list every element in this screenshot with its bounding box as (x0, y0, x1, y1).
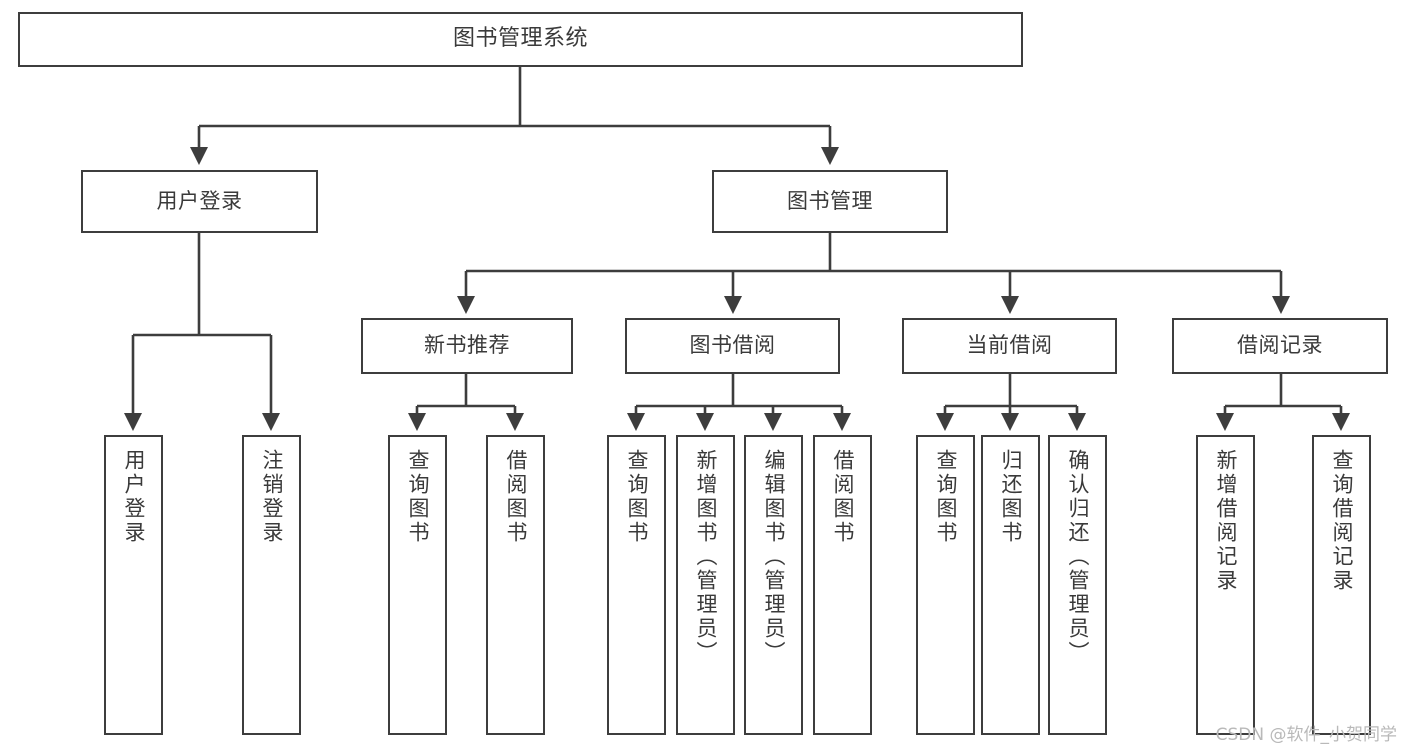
node-label: 查询借阅记录 (1330, 449, 1354, 593)
leaf-current-confirm-return-admin[interactable]: 确认归还（管理员） (1048, 435, 1107, 735)
node-book-management[interactable]: 图书管理 (712, 170, 948, 233)
node-user-login[interactable]: 用户登录 (81, 170, 318, 233)
leaf-current-query-book[interactable]: 查询图书 (916, 435, 975, 735)
leaf-recommend-borrow-book[interactable]: 借阅图书 (486, 435, 545, 735)
node-label: 确认归还（管理员） (1066, 449, 1090, 665)
leaf-borrow-edit-book-admin[interactable]: 编辑图书（管理员） (744, 435, 803, 735)
node-label: 图书借阅 (689, 333, 776, 358)
leaf-user-logout[interactable]: 注销登录 (242, 435, 301, 735)
node-label: 借阅图书 (504, 449, 528, 545)
node-borrow-records[interactable]: 借阅记录 (1172, 318, 1388, 374)
leaf-current-return-book[interactable]: 归还图书 (981, 435, 1040, 735)
node-label: 用户登录 (122, 449, 146, 545)
node-current-borrow[interactable]: 当前借阅 (902, 318, 1117, 374)
node-book-borrow[interactable]: 图书借阅 (625, 318, 840, 374)
leaf-recommend-query-book[interactable]: 查询图书 (388, 435, 447, 735)
csdn-watermark: CSDN @软件_小贺同学 (1215, 725, 1397, 745)
leaf-borrow-borrow-book[interactable]: 借阅图书 (813, 435, 872, 735)
node-label: 当前借阅 (966, 333, 1053, 358)
node-label: 借阅记录 (1237, 333, 1323, 358)
leaf-records-query-record[interactable]: 查询借阅记录 (1312, 435, 1371, 735)
node-label: 注销登录 (260, 449, 284, 545)
node-label: 新增借阅记录 (1214, 449, 1238, 593)
node-label: 查询图书 (625, 449, 649, 545)
node-label: 新增图书（管理员） (694, 449, 718, 665)
leaf-borrow-add-book-admin[interactable]: 新增图书（管理员） (676, 435, 735, 735)
leaf-records-add-record[interactable]: 新增借阅记录 (1196, 435, 1255, 735)
node-label: 归还图书 (999, 449, 1023, 545)
node-label: 用户登录 (156, 188, 243, 213)
node-label: 借阅图书 (831, 449, 855, 545)
node-label: 图书管理系统 (452, 26, 588, 52)
leaf-user-login[interactable]: 用户登录 (104, 435, 163, 735)
node-label: 查询图书 (406, 449, 430, 545)
node-new-book-recommend[interactable]: 新书推荐 (361, 318, 573, 374)
leaf-borrow-query-book[interactable]: 查询图书 (607, 435, 666, 735)
node-label: 查询图书 (934, 449, 958, 545)
node-label: 编辑图书（管理员） (762, 449, 786, 665)
node-root-book-management-system[interactable]: 图书管理系统 (18, 12, 1023, 67)
node-label: 新书推荐 (424, 333, 510, 358)
node-label: 图书管理 (787, 188, 873, 213)
